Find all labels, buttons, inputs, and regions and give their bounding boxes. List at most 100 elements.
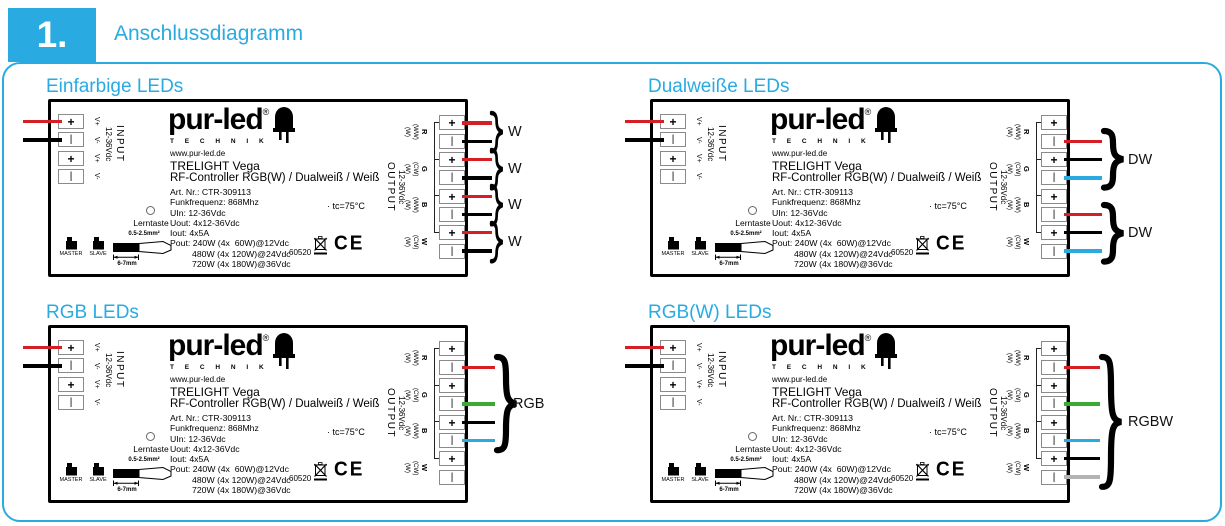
output-voltage: 12-36Vdc	[999, 395, 1008, 431]
strip-length-label: 6-7mm	[719, 261, 739, 267]
spec-line: Uout: 4x12-36Vdc	[170, 217, 240, 228]
channel-w-option: (W)	[1006, 127, 1013, 137]
input-terminal-4: |	[660, 395, 686, 410]
brand-subtitle: T E C H N I K	[170, 364, 269, 371]
website-url: www.pur-led.de	[772, 375, 828, 384]
input-polarity-label: V+	[695, 342, 702, 352]
input-polarity-label: V-	[93, 172, 100, 180]
minus-symbol: |	[450, 245, 454, 257]
spec-line: Iout: 4x5A	[772, 454, 812, 465]
channel-letter: G	[1022, 166, 1031, 172]
cert-number: 60520	[891, 474, 914, 483]
spec-line: Iout: 4x5A	[772, 228, 812, 239]
input-terminal-3: +	[58, 151, 84, 166]
minus-symbol: |	[450, 361, 454, 373]
channel-w-option: (W)	[1006, 237, 1013, 247]
spec-block: Art. Nr.: CTR-309113 Funkfrequenz: 868Mh…	[170, 187, 291, 269]
input-terminal-2: |	[660, 358, 686, 373]
load-label: RGB	[513, 395, 545, 412]
plus-symbol: +	[1050, 152, 1058, 167]
brand-logo: pur-led®	[168, 103, 288, 137]
minus-symbol: |	[450, 208, 454, 220]
controller-device: + | + | V+ V- V+ V- INPUT 12-36Vdc pur-l…	[650, 99, 1070, 277]
output-terminal-1: +	[1041, 341, 1067, 356]
channel-letter: W	[1022, 464, 1031, 472]
output-terminal-2: |	[1041, 360, 1067, 375]
channel-letter: B	[1022, 202, 1031, 208]
load-brace	[489, 220, 503, 264]
output-terminal-1: +	[439, 115, 465, 130]
input-label: INPUT	[716, 351, 727, 389]
wire-strip-icon	[715, 240, 774, 260]
load-label: RGBW	[1128, 414, 1174, 431]
channel-letter: B	[420, 428, 429, 434]
input-section-label: INPUT 12-36Vdc	[702, 333, 728, 407]
spec-line: UIn: 12-36Vdc	[772, 207, 828, 218]
slave-switch-label: SLAVE	[89, 477, 107, 483]
spec-line: 480W (4x 120W)@24Vdc	[192, 474, 291, 485]
output-terminal-2: |	[1041, 134, 1067, 149]
minus-symbol: |	[450, 397, 454, 409]
channel-letter: W	[1022, 238, 1031, 246]
channel-alt: (CW)	[412, 460, 419, 476]
minus-symbol: |	[69, 133, 73, 145]
load-label: W	[508, 233, 522, 250]
input-terminal-4: |	[660, 169, 686, 184]
plus-symbol: +	[448, 341, 456, 356]
load-brace	[1100, 201, 1124, 265]
page-title: Anschlussdiagramm	[114, 22, 304, 45]
wiring-panel: RGB LEDs + | + | V+ V- V+ V- INPUT 12-36…	[10, 302, 610, 526]
spec-block: Art. Nr.: CTR-309113 Funkfrequenz: 868Mh…	[170, 413, 291, 495]
website-url: www.pur-led.de	[170, 149, 226, 158]
output-label: OUTPUT	[385, 387, 396, 439]
cert-number: 60520	[891, 248, 914, 257]
load-label: DW	[1128, 151, 1153, 168]
ce-mark: CE	[334, 232, 365, 255]
plus-symbol: +	[1050, 451, 1058, 466]
spec-line: Funkfrequenz: 868Mhz	[170, 197, 259, 208]
output-label: OUTPUT	[385, 161, 396, 213]
plus-symbol: +	[669, 340, 677, 355]
product-name: TRELIGHT Vega	[772, 385, 862, 399]
channel-alt: (WW)	[412, 350, 419, 366]
output-voltage: 12-36Vdc	[397, 395, 406, 431]
led-icon	[273, 107, 295, 143]
panel-title: RGB(W) LEDs	[648, 302, 772, 323]
channel-label-b: B (WW) (W)	[1006, 183, 1032, 227]
load-brace	[489, 110, 503, 154]
plus-bus-stub	[434, 385, 440, 387]
spec-line: 720W (4x 180W)@36Vdc	[794, 485, 893, 496]
brand-subtitle: T E C H N I K	[772, 138, 871, 145]
plus-symbol: +	[67, 114, 75, 129]
waste-bin-icon	[916, 462, 929, 481]
brand-name: pur-led	[770, 329, 866, 362]
plus-symbol: +	[1050, 415, 1058, 430]
channel-label-w: W (CW) (W)	[1006, 220, 1032, 264]
waste-bin-icon	[916, 236, 929, 255]
plus-bus-stub	[434, 159, 440, 161]
slave-switch-label: SLAVE	[691, 251, 709, 257]
output-section-label: 12-36Vdc OUTPUT	[983, 364, 1009, 462]
plus-symbol: +	[448, 115, 456, 130]
registered-mark: ®	[864, 333, 872, 343]
plus-symbol: +	[448, 451, 456, 466]
cert-number: 60520	[289, 248, 312, 257]
minus-symbol: |	[450, 171, 454, 183]
output-terminal-5: +	[1041, 189, 1067, 204]
input-polarity-label: V-	[695, 362, 702, 370]
output-terminal-6: |	[1041, 433, 1067, 448]
output-terminal-1: +	[1041, 115, 1067, 130]
output-section-label: 12-36Vdc OUTPUT	[381, 138, 407, 236]
output-voltage: 12-36Vdc	[999, 169, 1008, 205]
brand-logo: pur-led®	[168, 329, 288, 363]
wire-gauge-label: 0.5-2.5mm²	[730, 231, 762, 237]
spec-line: 720W (4x 180W)@36Vdc	[192, 485, 291, 496]
output-terminal-7: +	[439, 225, 465, 240]
input-voltage: 12-36Vdc	[104, 352, 113, 388]
plus-symbol: +	[448, 152, 456, 167]
output-label: OUTPUT	[987, 387, 998, 439]
slave-switch-icon	[695, 237, 706, 250]
input-section-label: INPUT 12-36Vdc	[100, 333, 126, 407]
input-terminal-4: |	[58, 169, 84, 184]
temperature-note: · tc=75°C	[929, 427, 967, 437]
